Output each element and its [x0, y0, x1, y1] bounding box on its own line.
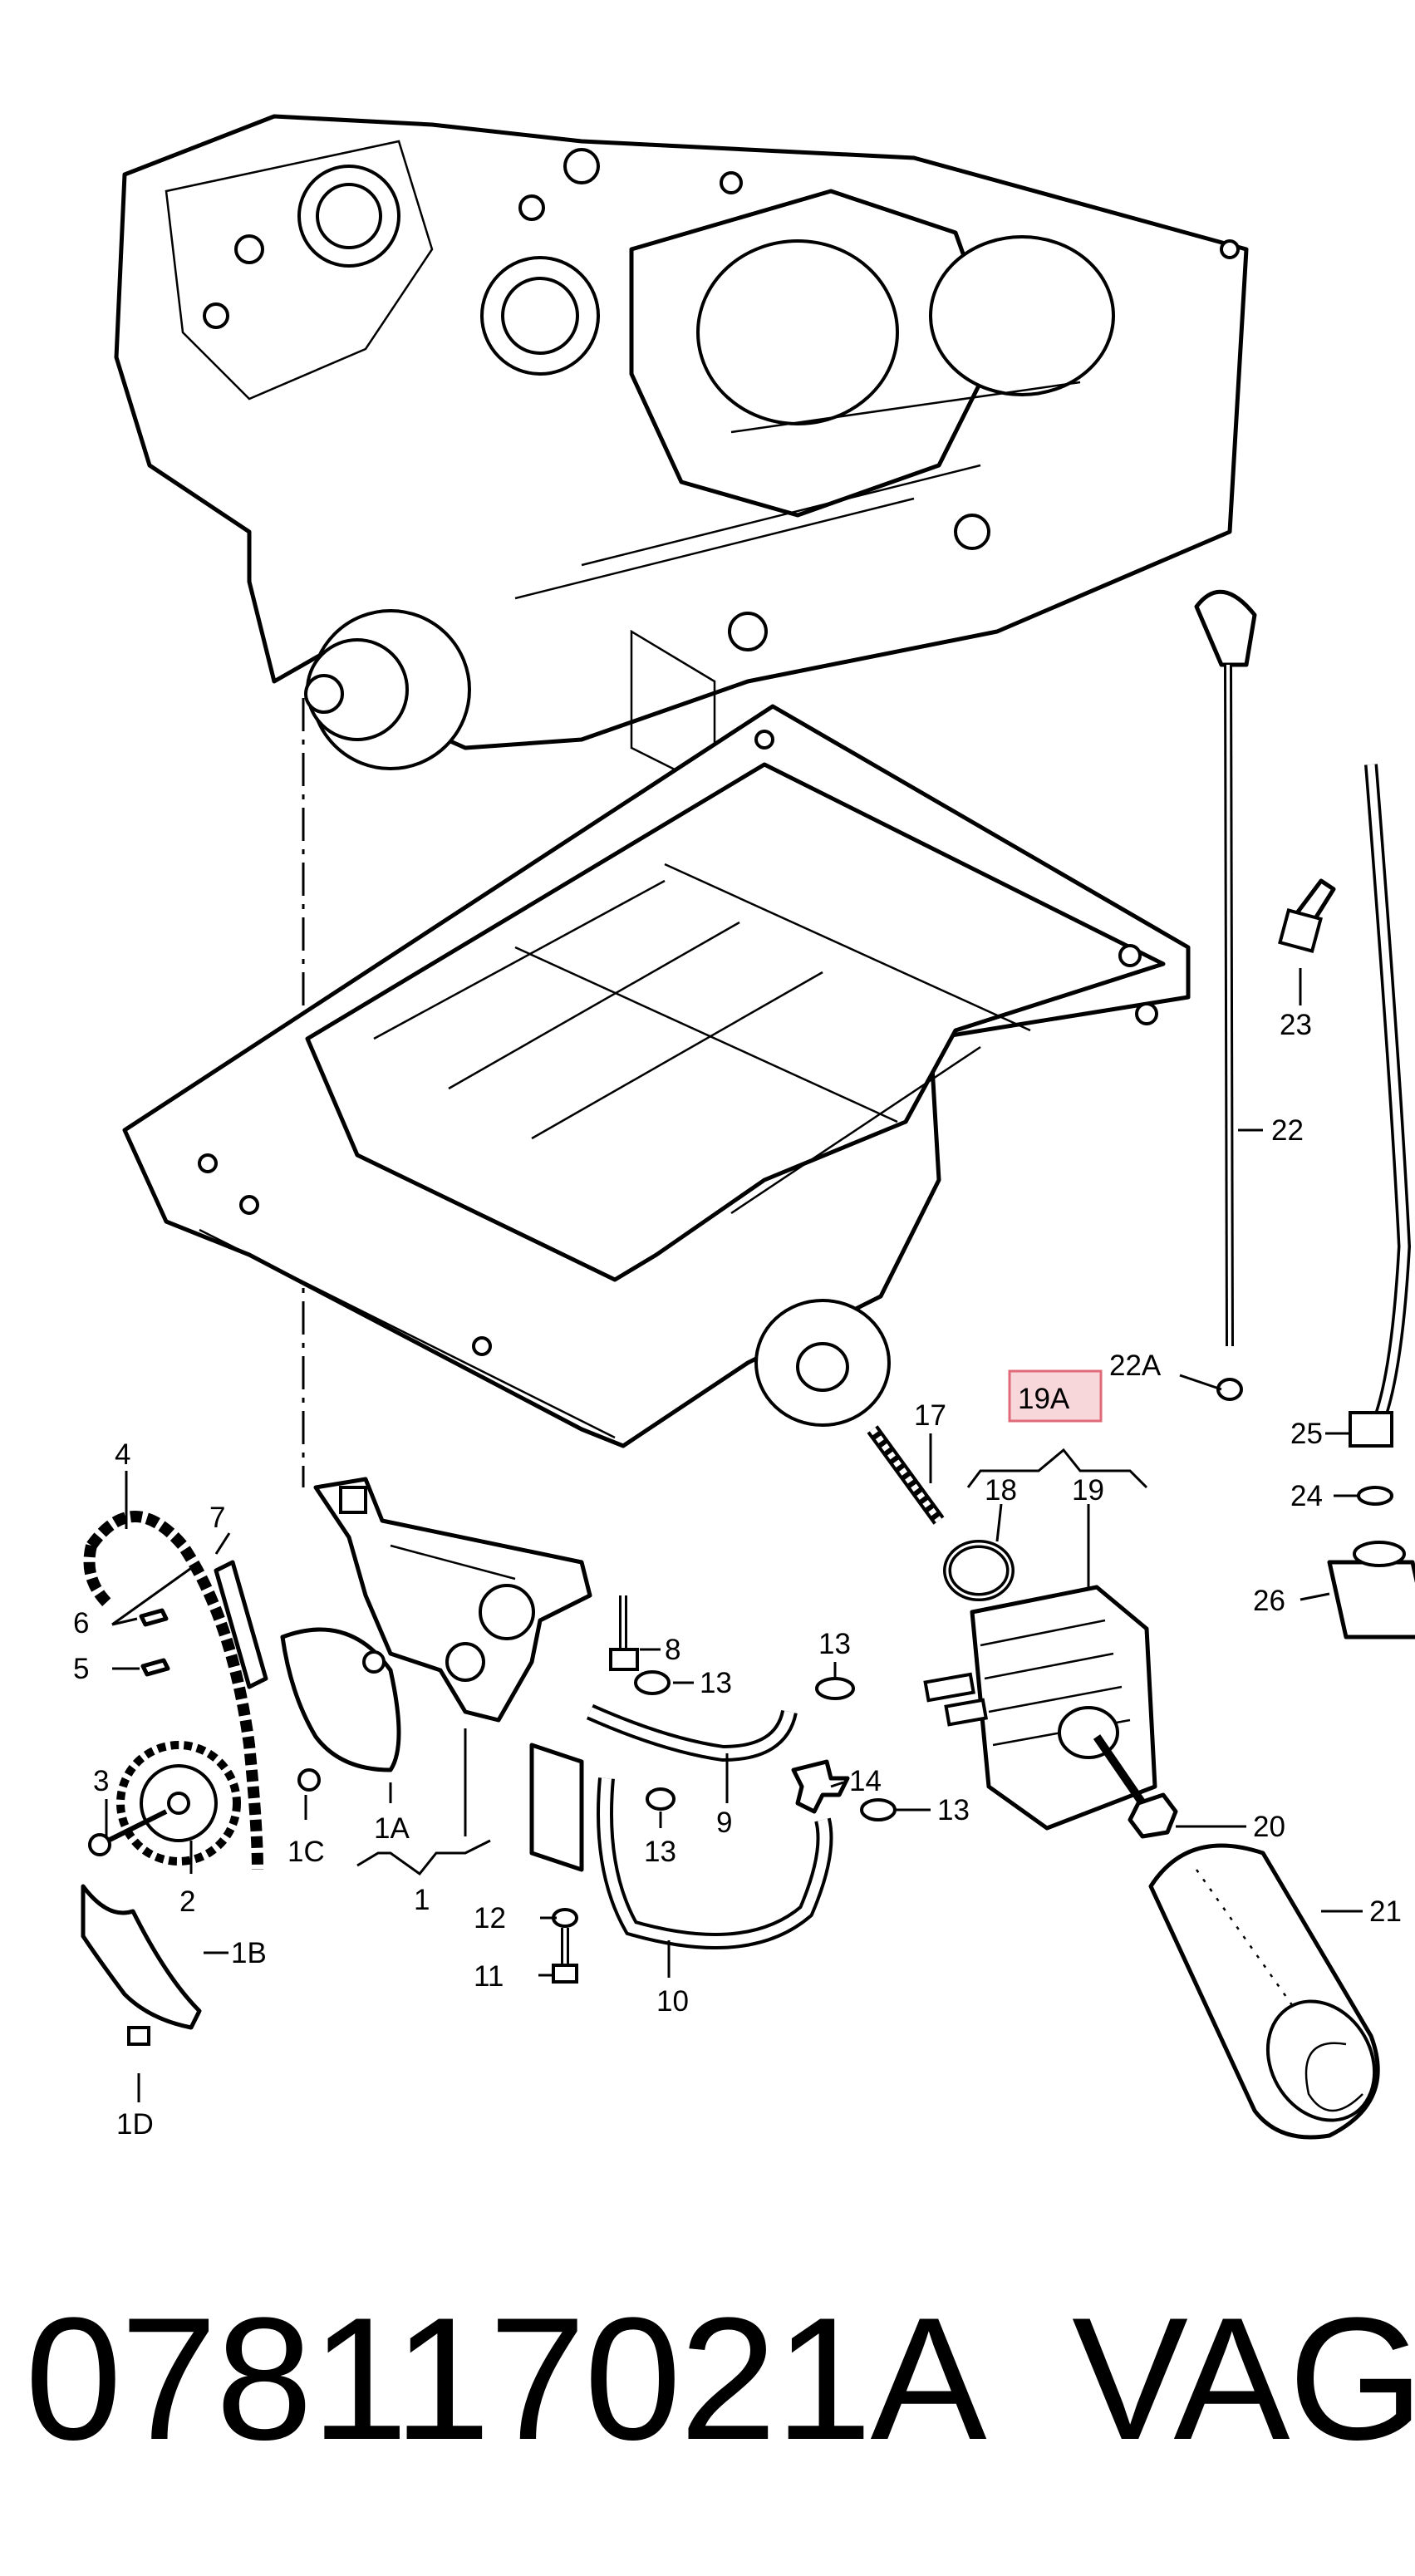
highlight-box-19a [1010, 1371, 1101, 1421]
timing-chain-illustration [83, 1511, 263, 1871]
callout-11: 11 [474, 1960, 504, 1993]
callout-1b: 1B [231, 1937, 267, 1969]
engine-block-illustration [114, 114, 1249, 792]
oil-pump-illustration [313, 1477, 592, 1723]
callout-1: 1 [414, 1884, 430, 1916]
bolt-1d-illustration [127, 2026, 150, 2046]
callout-9: 9 [716, 1807, 732, 1839]
threaded-stud-17-illustration [867, 1425, 945, 1525]
callout-26: 26 [1253, 1585, 1285, 1617]
seal-13a-illustration [815, 1677, 855, 1700]
bolt-8-illustration [609, 1595, 639, 1671]
callout-21: 21 [1369, 1895, 1402, 1928]
bolt-3-illustration [88, 1809, 168, 1856]
leader-lines [105, 968, 1363, 2102]
oil-filter-21-illustration [1148, 1843, 1380, 2140]
cover-1c-illustration [280, 1627, 401, 1772]
callout-18: 18 [985, 1474, 1017, 1507]
brand-name: VAG [1072, 2281, 1415, 2476]
dipstick-tube-illustration [1327, 764, 1415, 1639]
callout-14: 14 [849, 1765, 882, 1797]
pin-5-illustration [140, 1658, 170, 1677]
callout-4: 4 [115, 1438, 130, 1471]
dipstick-illustration [1194, 589, 1257, 1401]
nut-20-illustration [1128, 1792, 1178, 1839]
bracket-14-illustration [791, 1759, 850, 1814]
callout-24: 24 [1290, 1480, 1323, 1512]
callout-20: 20 [1253, 1811, 1285, 1843]
chain-tensioner-illustration [214, 1560, 268, 1689]
callout-5: 5 [73, 1653, 89, 1685]
callout-17: 17 [914, 1399, 946, 1432]
bolt-11-illustration [552, 1928, 578, 1984]
callout-7: 7 [209, 1502, 225, 1534]
callout-25: 25 [1290, 1418, 1323, 1450]
callout-1d: 1D [116, 2108, 154, 2141]
bolt-23-illustration [1278, 878, 1336, 953]
oil-pan-illustration [122, 704, 1191, 1448]
callout-labels: 4 7 6 5 3 2 1C 1A 1 1B 1D 8 13 13 13 13 … [73, 1009, 1402, 2141]
callout-13d: 13 [937, 1794, 970, 1826]
callout-1c: 1C [287, 1836, 325, 1868]
callout-3: 3 [93, 1765, 109, 1797]
callout-2: 2 [179, 1885, 195, 1918]
chain-guide-1b-illustration [81, 1884, 202, 2030]
pin-6-illustration [139, 1608, 169, 1627]
callout-13b: 13 [700, 1667, 732, 1699]
callout-22a: 22A [1109, 1349, 1162, 1382]
callout-22: 22 [1271, 1114, 1304, 1147]
part-number: 078117021A [25, 2281, 987, 2476]
callout-13c: 13 [644, 1836, 676, 1868]
oil-cooler-19-illustration [923, 1585, 1157, 1831]
callout-23: 23 [1280, 1009, 1312, 1041]
callout-6: 6 [73, 1607, 89, 1639]
callout-12: 12 [474, 1902, 506, 1934]
callout-19a: 19A [1018, 1383, 1070, 1415]
seal-12-illustration [552, 1908, 578, 1928]
callout-19: 19 [1072, 1474, 1104, 1507]
seal-13b-illustration [634, 1670, 671, 1695]
bracket-10-illustration [529, 1743, 584, 1872]
callout-1a: 1A [374, 1812, 410, 1845]
callout-10: 10 [656, 1985, 689, 2018]
callout-13a: 13 [818, 1628, 851, 1660]
seal-13d-illustration [860, 1798, 897, 1821]
callout-8: 8 [665, 1634, 680, 1666]
sprocket-illustration [116, 1741, 241, 1866]
seal-13c-illustration [646, 1787, 676, 1811]
